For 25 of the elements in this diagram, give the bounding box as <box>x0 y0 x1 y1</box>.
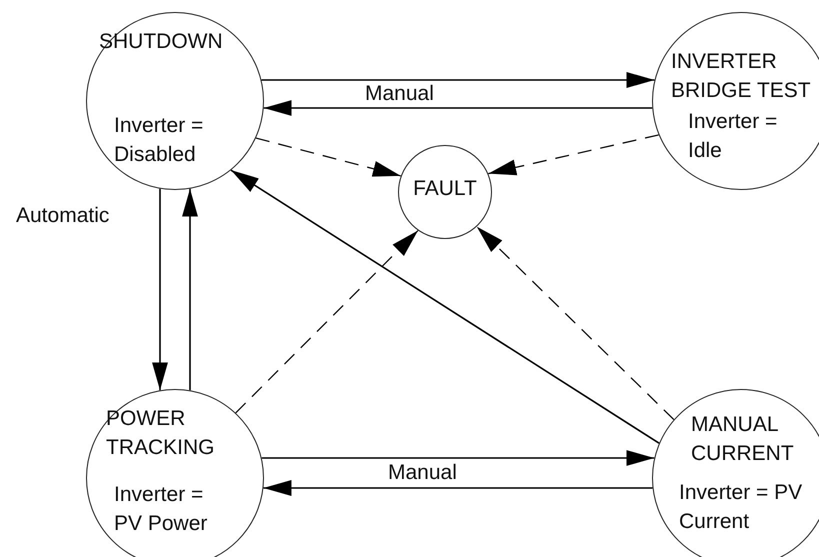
state-circle <box>398 145 492 239</box>
state-circle <box>86 389 264 557</box>
state-description: Inverter = Disabled <box>114 113 204 168</box>
state-name: POWER TRACKING <box>106 406 216 461</box>
arrow <box>488 134 659 176</box>
state-circle <box>652 12 819 190</box>
state-name: FAULT <box>413 176 477 202</box>
arrow <box>235 230 418 414</box>
state-circle <box>652 389 819 557</box>
arrow <box>262 450 654 466</box>
arrow <box>263 480 653 496</box>
transition-label: Automatic <box>16 204 110 228</box>
arrow <box>476 226 674 420</box>
state-name: INVERTER BRIDGE TEST <box>671 49 812 104</box>
state-circle <box>86 12 264 190</box>
state-description: Inverter = Idle <box>688 109 778 164</box>
arrow <box>261 72 655 88</box>
arrow <box>230 170 660 444</box>
state-description: Inverter = PV Power <box>114 482 208 537</box>
arrow <box>256 137 401 177</box>
arrow <box>182 188 198 390</box>
state-description: Inverter = PV Current <box>679 480 804 535</box>
arrow <box>264 100 652 116</box>
arrow <box>152 188 168 390</box>
state-name: MANUAL CURRENT <box>691 412 795 467</box>
